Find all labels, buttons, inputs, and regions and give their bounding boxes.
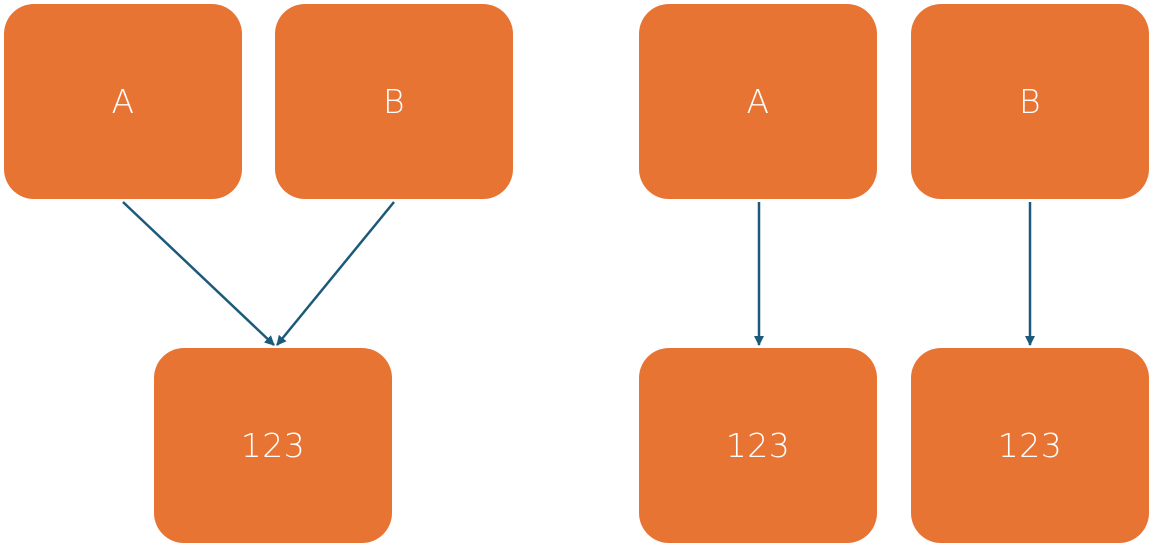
node-label: 123: [240, 426, 306, 465]
arrow-b-to-123-left: [276, 201, 395, 346]
node-label: A: [111, 82, 135, 121]
arrow-a-to-123-left: [122, 201, 275, 346]
node-b-right: B: [911, 4, 1149, 199]
node-123-right-1: 123: [639, 348, 877, 543]
node-a-right: A: [639, 4, 877, 199]
node-123-left: 123: [154, 348, 392, 543]
node-label: A: [746, 82, 770, 121]
node-label: B: [1018, 82, 1042, 121]
node-b-left: B: [275, 4, 513, 199]
node-123-right-2: 123: [911, 348, 1149, 543]
node-label: B: [382, 82, 406, 121]
node-label: 123: [997, 426, 1063, 465]
node-a-left: A: [4, 4, 242, 199]
node-label: 123: [725, 426, 791, 465]
